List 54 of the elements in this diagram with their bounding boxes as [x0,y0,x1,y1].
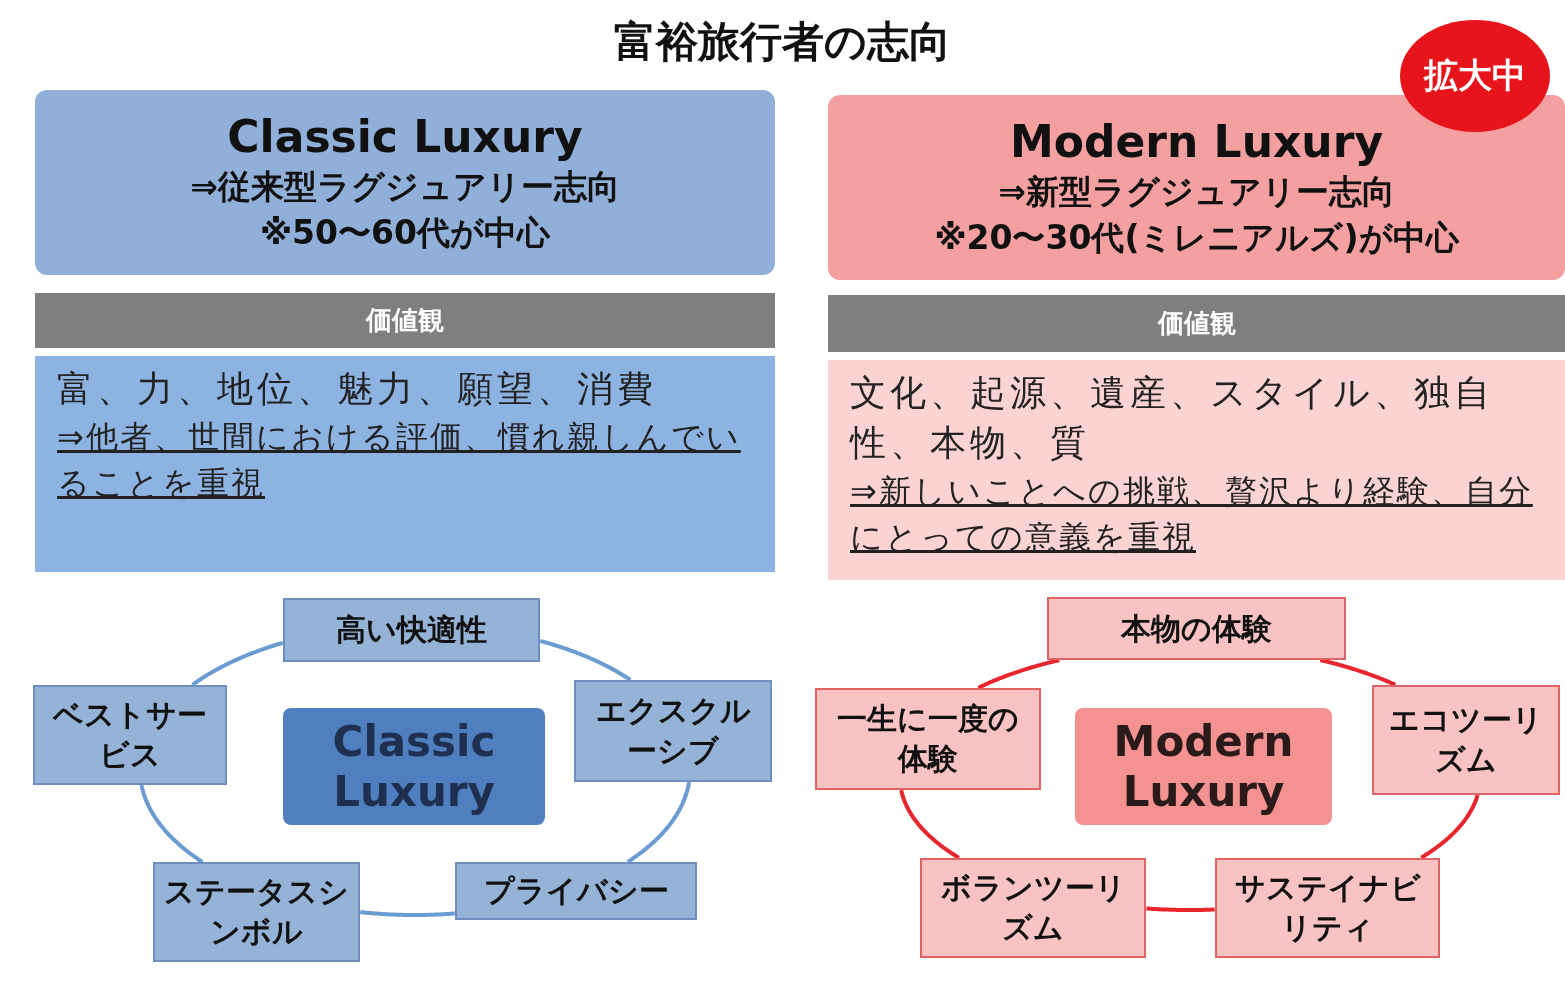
keyword-box [574,680,772,782]
subheading: ※20〜30代(ミレニアルズ)が中心 [934,216,1459,259]
keyword: エクスクルーシブ [594,692,752,770]
heading: 価値観 [366,304,444,337]
ring-arc [539,638,632,682]
keyword: 高い快適性 [336,611,487,649]
ring-arc [977,658,1061,690]
ring-arc [359,910,457,917]
ring-arc [190,640,284,687]
keyword-box [1047,597,1346,660]
heading-bar [828,295,1565,352]
center-box [1075,708,1332,825]
header-box [35,90,775,275]
value-list: 富、力、地位、魅力、願望、消費 [57,364,657,414]
keyword-box [33,685,227,785]
values-box [828,360,1565,580]
heading: Classic Luxury [227,109,583,164]
keyword: サステイナビリティ [1233,869,1422,947]
value-note: ⇒他者、世間における評価、慣れ親しんでいることを重視 [57,417,742,504]
heading: Modern Luxury [1009,114,1384,169]
keyword: 本物の体験 [1121,609,1272,648]
center-label: Modern Luxury [1112,716,1295,817]
ring-arc [139,783,204,864]
keyword-box [920,858,1146,958]
keyword: プライバシー [483,872,669,910]
header-box [828,95,1565,280]
keyword-box [815,688,1041,790]
keyword-box [153,862,360,962]
ring-arc [626,780,692,864]
subheading: ⇒従来型ラグジュアリー志向 [190,165,620,208]
ring-arc [1319,658,1397,687]
keyword-box [283,598,540,662]
value-list: 文化、起源、遺産、スタイル、独自性、本物、質 [850,368,1543,468]
keyword-box [455,862,697,920]
center-label: Classic Luxury [331,716,497,817]
ring-arc [1145,906,1216,912]
keyword: ステータスシンボル [163,873,350,951]
values-box [35,356,775,572]
badge-text: 拡大中 [1424,54,1526,97]
keyword-box [1215,858,1440,958]
keyword: ベストサービス [51,696,208,774]
ring-arc [899,788,961,860]
center-box [283,708,545,825]
keyword: ボランツーリズム [939,869,1127,947]
subheading: ※50〜60代が中心 [260,211,550,254]
keyword: 一生に一度の体験 [836,700,1020,778]
subheading: ⇒新型ラグジュアリー志向 [998,170,1395,213]
ring-arc [1419,793,1480,860]
keyword: エコツーリズム [1388,701,1544,779]
heading: 価値観 [1157,307,1236,340]
heading-bar [35,293,775,348]
title: 富裕旅行者の志向 [613,16,952,68]
value-note: ⇒新しいことへの挑戦、贅沢より経験、自分にとっての意義を重視 [850,471,1534,558]
keyword-box [1372,685,1560,795]
